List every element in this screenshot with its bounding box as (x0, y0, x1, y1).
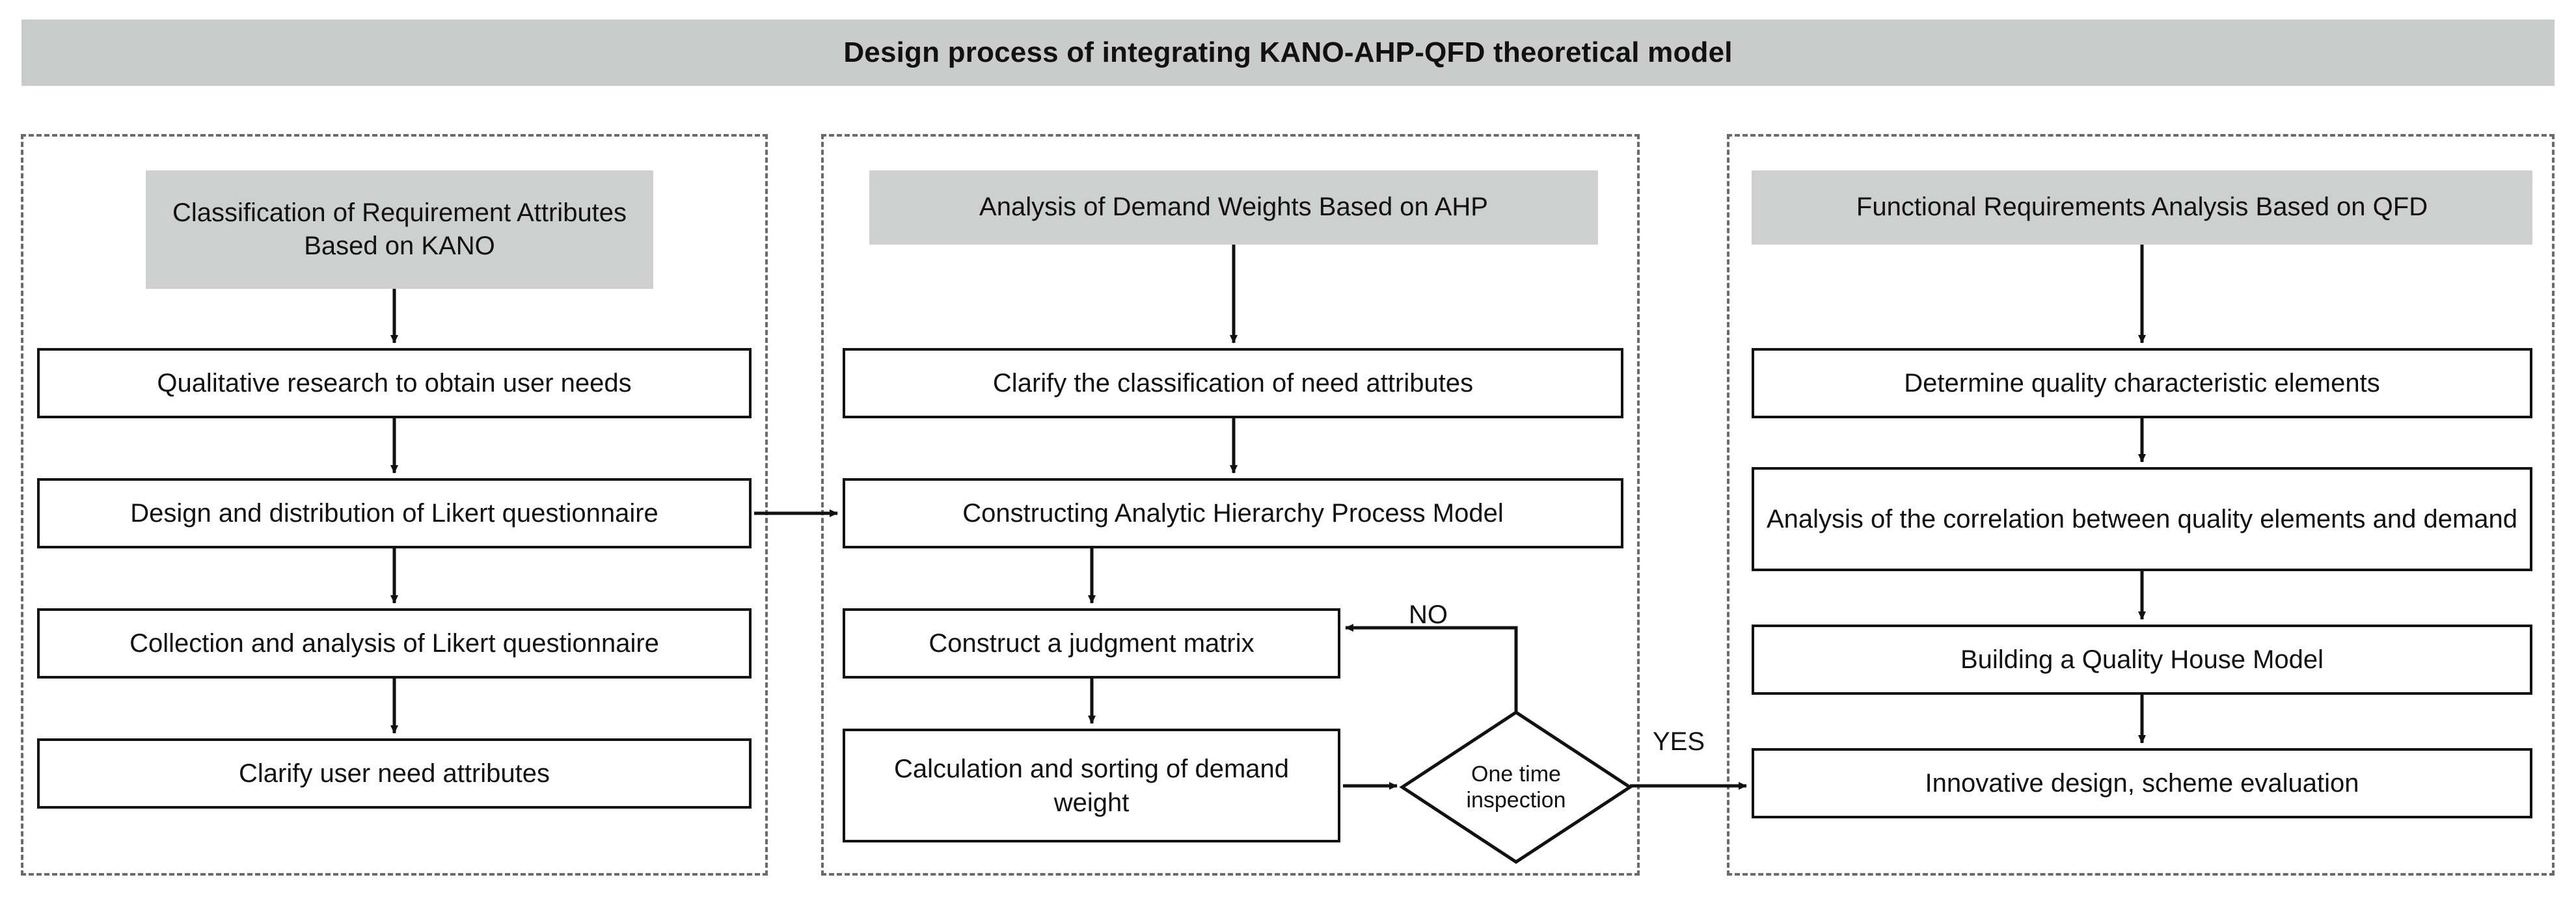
process-box: Building a Quality House Model (1752, 625, 2532, 695)
process-box-label: Calculation and sorting of demand weight (893, 754, 1290, 817)
process-box-label: Collection and analysis of Likert questi… (129, 629, 659, 658)
process-box: Constructing Analytic Hierarchy Process … (843, 478, 1623, 548)
process-box: Design and distribution of Likert questi… (37, 478, 752, 548)
decision-node-label: One time inspection (1402, 712, 1630, 862)
process-box-label: Clarify the classification of need attri… (992, 369, 1474, 397)
diagram-title: Design process of integrating KANO-AHP-Q… (843, 36, 1733, 68)
edge-label-no: NO (1409, 600, 1448, 629)
decision-line-2: inspection (1466, 788, 1566, 813)
process-box: Innovative design, scheme evaluation (1752, 748, 2532, 818)
process-box-label: Design and distribution of Likert questi… (130, 499, 658, 528)
stage-header-kano: Classification of Requirement Attributes… (146, 170, 653, 289)
process-box: Collection and analysis of Likert questi… (37, 608, 752, 679)
process-box: Clarify the classification of need attri… (843, 348, 1623, 418)
process-box-label: Clarify user need attributes (238, 759, 550, 788)
stage-header-kano-label: Classification of Requirement Attributes… (172, 198, 627, 260)
process-box: Analysis of the correlation between qual… (1752, 467, 2532, 571)
process-box-label: Qualitative research to obtain user need… (157, 369, 632, 397)
process-box: Calculation and sorting of demand weight (843, 729, 1340, 842)
process-box-label: Innovative design, scheme evaluation (1925, 769, 2359, 798)
process-box: Qualitative research to obtain user need… (37, 348, 752, 418)
process-box-label: Building a Quality House Model (1960, 645, 2324, 674)
diagram-title-bar: Design process of integrating KANO-AHP-Q… (21, 20, 2555, 86)
decision-node: One time inspection (1402, 712, 1630, 862)
process-box: Clarify user need attributes (37, 738, 752, 809)
process-box-label: Analysis of the correlation between qual… (1766, 505, 2518, 533)
stage-header-ahp-label: Analysis of Demand Weights Based on AHP (979, 193, 1488, 222)
stage-header-qfd: Functional Requirements Analysis Based o… (1752, 170, 2532, 245)
process-box-label: Construct a judgment matrix (929, 629, 1254, 658)
stage-header-ahp: Analysis of Demand Weights Based on AHP (869, 170, 1598, 245)
stage-header-qfd-label: Functional Requirements Analysis Based o… (1856, 193, 2428, 222)
process-box-label: Constructing Analytic Hierarchy Process … (962, 499, 1504, 528)
edge-label-yes: YES (1653, 727, 1705, 756)
decision-line-1: One time (1471, 761, 1561, 787)
panel-kano (21, 134, 768, 876)
panel-ahp (821, 134, 1640, 876)
panel-qfd (1727, 134, 2555, 876)
process-box: Construct a judgment matrix (843, 608, 1340, 679)
process-box: Determine quality characteristic element… (1752, 348, 2532, 418)
process-box-label: Determine quality characteristic element… (1904, 369, 2380, 397)
